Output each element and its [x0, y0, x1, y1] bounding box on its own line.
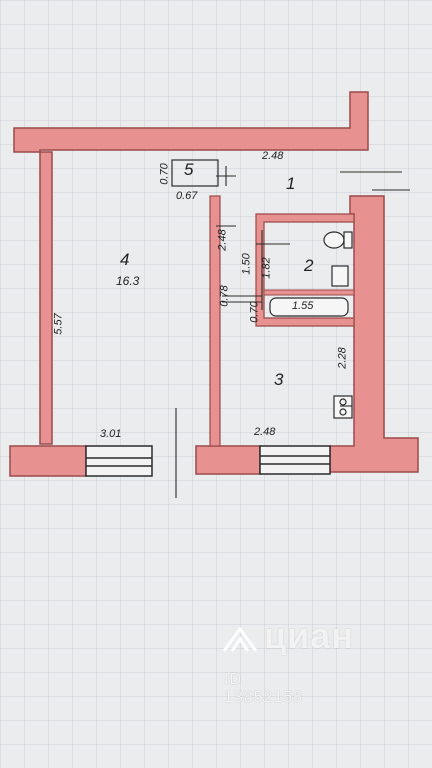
- room-4-number: 4: [120, 250, 130, 269]
- outer-wall-left: [39, 151, 53, 445]
- outer-wall-bottom-mid: [195, 445, 261, 475]
- dim-bath-height: 1.50: [240, 253, 253, 275]
- dim-wall-gap: 0.78: [218, 285, 231, 307]
- dim-top-corridor: 2.48: [262, 150, 284, 162]
- dim-room3-height: 2.28: [336, 347, 349, 369]
- window-room3: [259, 445, 331, 475]
- dim-closet-width: 0.67: [176, 190, 198, 202]
- room-4-area: 16.3: [116, 274, 140, 288]
- dim-room4-height: 5.57: [52, 313, 65, 335]
- dim-bath-inner: 0.70: [248, 301, 261, 323]
- bathroom-divider: [263, 289, 355, 296]
- dim-room3-bottom: 2.48: [254, 426, 276, 438]
- bathtub-icon: [269, 297, 349, 317]
- room-1-number: 1: [286, 174, 296, 193]
- dim-partition-height: 2.48: [216, 229, 229, 251]
- toilet-icon: [323, 231, 353, 249]
- dim-closet-height: 0.70: [158, 163, 171, 185]
- dim-bath-side: 1.82: [260, 257, 273, 279]
- room-3-number: 3: [274, 370, 284, 389]
- cian-logo-icon: [222, 626, 258, 652]
- bathroom-walls: [255, 213, 355, 327]
- watermark-id: ID 13852158: [224, 671, 304, 706]
- room-5-number: 5: [184, 160, 194, 179]
- dim-tub-length: 1.55: [292, 300, 314, 312]
- window-room4: [85, 445, 153, 477]
- watermark-brand: циан: [264, 615, 355, 656]
- stove-icon: [333, 395, 353, 419]
- dimension-lines: [175, 166, 410, 498]
- sink-icon: [331, 265, 349, 287]
- room-2-number: 2: [304, 256, 314, 275]
- partition-wall: [209, 195, 221, 447]
- closet-outline: [171, 159, 219, 187]
- dim-room4-bottom: 3.01: [100, 428, 122, 440]
- outer-wall-top: [13, 91, 369, 153]
- outer-wall-bottom-left: [9, 445, 87, 477]
